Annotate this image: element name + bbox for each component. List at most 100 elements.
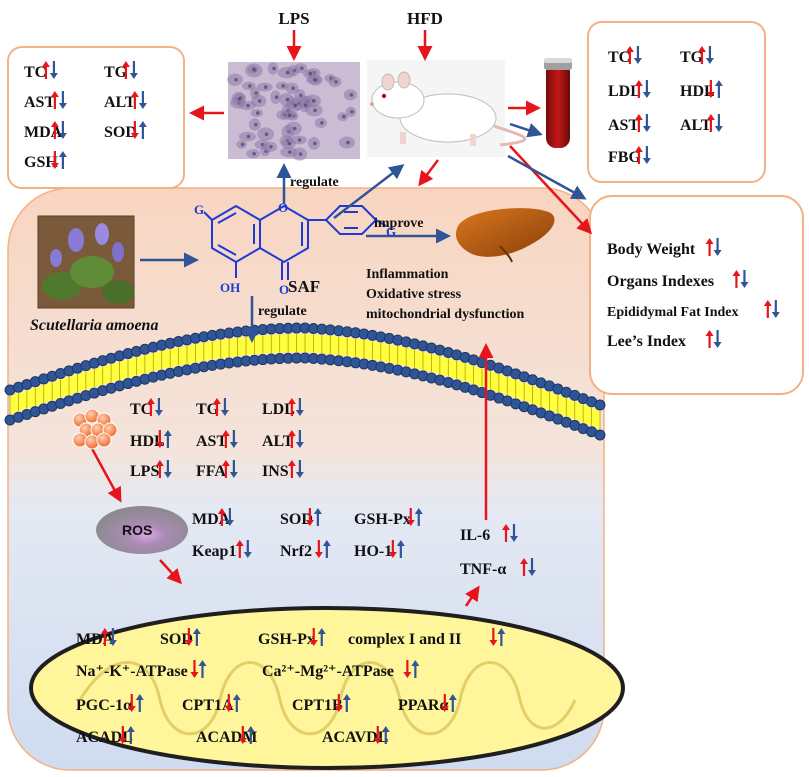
down-blue-arrow-icon [642,80,651,98]
plant-name-label: Scutellaria amoena [30,317,158,334]
up-red-arrow-icon [634,114,643,132]
serum-marker-hdl: HDL [680,83,715,100]
down-red-arrow-icon [50,151,59,169]
tnf-label: TNF-α [460,561,506,578]
saf-label: SAF [288,277,320,296]
il6-label: IL-6 [460,527,490,544]
mito-marker-2-2: CPT1B [292,697,343,714]
down-red-arrow-icon [190,660,199,678]
ros-marker-ho-1: HO-1 [354,543,392,560]
up-blue-arrow-icon [135,694,144,712]
mitochondrion [29,606,625,770]
up-blue-arrow-icon [246,726,255,744]
down-red-arrow-icon [489,628,498,646]
up-blue-arrow-icon [322,540,331,558]
down-blue-arrow-icon [225,508,234,526]
molecule-g2: G [386,224,396,239]
membrane-marker-ins: INS [262,463,289,480]
down-blue-arrow-icon [510,524,518,542]
left-marker-gsh: GSH [24,154,58,171]
up-red-arrow-icon [212,398,221,416]
left-marker-tc: TC [24,64,46,81]
down-red-arrow-icon [127,694,136,712]
up-blue-arrow-icon [138,121,147,139]
down-blue-arrow-icon [642,146,651,164]
up-red-arrow-icon [502,524,510,542]
up-blue-arrow-icon [714,80,723,98]
membrane-marker-tc: TC [130,401,152,418]
down-red-arrow-icon [118,726,127,744]
down-blue-arrow-icon [705,46,714,64]
up-blue-arrow-icon [192,628,201,646]
down-red-arrow-icon [309,628,318,646]
membrane-marker-lps: LPS [130,463,159,480]
down-blue-arrow-icon [714,114,723,132]
up-red-arrow-icon [763,300,772,318]
up-blue-arrow-icon [163,430,172,448]
up-blue-arrow-icon [126,726,135,744]
up-red-arrow-icon [634,80,643,98]
rat-image [367,60,527,157]
down-red-arrow-icon [130,121,139,139]
right-serum-panel [587,21,766,183]
up-red-arrow-icon [705,238,714,256]
down-blue-arrow-icon [295,398,304,416]
body-marker-1: Organs Indexes [607,273,714,290]
down-red-arrow-icon [155,430,164,448]
up-red-arrow-icon [41,61,50,79]
up-red-arrow-icon [732,270,741,288]
up-blue-arrow-icon [411,660,420,678]
down-blue-arrow-icon [129,61,138,79]
down-red-arrow-icon [403,660,412,678]
down-blue-arrow-icon [642,114,651,132]
up-red-arrow-icon [287,430,296,448]
plant-image [37,215,135,309]
cell-membrane [4,322,606,441]
ros-blob [96,506,188,554]
serum-marker-tg: TG [680,49,704,66]
up-red-arrow-icon [706,114,715,132]
hfd-label: HFD [407,9,443,28]
membrane-marker-alt: ALT [262,433,294,450]
left-marker-sod: SOD [104,124,137,141]
up-red-arrow-icon [50,91,59,109]
left-marker-ast: AST [24,94,55,111]
membrane-marker-ldl: LDL [262,401,295,418]
effect-oxidative-stress: Oxidative stress [366,287,462,302]
up-blue-arrow-icon [198,660,207,678]
down-blue-arrow-icon [163,460,172,478]
up-red-arrow-icon [287,460,296,478]
membrane-marker-ffa: FFA [196,463,226,480]
ros-marker-keap1: Keap1 [192,543,236,560]
down-blue-arrow-icon [229,430,238,448]
saf-molecule [203,204,387,280]
blood-tube-icon [544,58,572,148]
up-red-arrow-icon [100,628,109,646]
mito-marker-1-0: Na⁺-K⁺-ATPase [76,663,188,680]
up-red-arrow-icon [634,146,643,164]
down-blue-arrow-icon [713,238,722,256]
mito-marker-0-2: GSH-Px [258,631,315,648]
down-red-arrow-icon [238,726,247,744]
down-blue-arrow-icon [229,460,238,478]
down-blue-arrow-icon [771,300,780,318]
down-blue-arrow-icon [633,46,642,64]
body-marker-0: Body Weight [607,241,696,258]
up-red-arrow-icon [235,540,244,558]
up-red-arrow-icon [697,46,706,64]
up-blue-arrow-icon [396,540,405,558]
ros-label: ROS [122,522,152,538]
up-red-arrow-icon [146,398,155,416]
mito-marker-2-1: CPT1A [182,697,234,714]
down-blue-arrow-icon [154,398,163,416]
left-marker-tg: TG [104,64,128,81]
down-red-arrow-icon [314,540,323,558]
up-blue-arrow-icon [448,694,457,712]
cytokine-arrows [502,524,536,576]
down-red-arrow-icon [184,628,193,646]
down-red-arrow-icon [440,694,449,712]
down-red-arrow-icon [305,508,314,526]
